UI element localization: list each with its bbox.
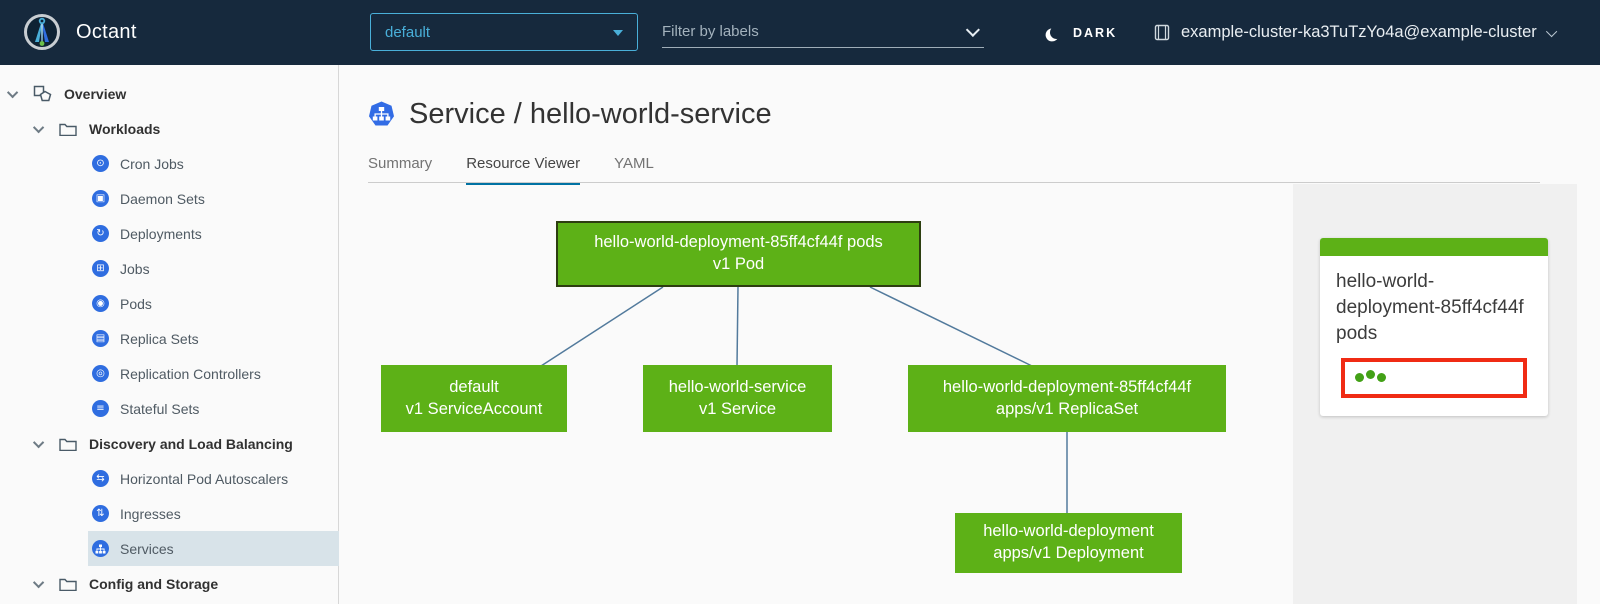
graph-edges (540, 286, 1068, 514)
sidebar-group-workloads[interactable]: Workloads (0, 111, 338, 146)
graph-node-deployment[interactable]: hello-world-deployment apps/v1 Deploymen… (955, 513, 1182, 573)
cluster-context-label: example-cluster-ka3TuTzYo4a@example-clus… (1181, 23, 1537, 41)
sidebar-item-ingresses[interactable]: ⇅ Ingresses (0, 496, 338, 531)
page-title-text: Service / hello-world-service (409, 98, 772, 130)
services-icon (92, 540, 109, 557)
brand: Octant (22, 12, 137, 52)
dropdown-caret-icon (613, 30, 623, 36)
graph-edge (869, 286, 1033, 367)
graph-node-replicaset[interactable]: hello-world-deployment-85ff4cf44f apps/v… (908, 365, 1226, 432)
graph-edge (540, 286, 664, 367)
sidebar-item-pods[interactable]: ◉ Pods (0, 286, 338, 321)
horizontal-pod-autoscalers-icon: ⇆ (92, 470, 109, 487)
pods-icon: ◉ (92, 295, 109, 312)
theme-toggle-button[interactable]: DARK (1050, 0, 1117, 65)
pod-group-card[interactable]: hello-world-deployment-85ff4cf44f pods (1320, 238, 1548, 416)
sidebar-item-replica-sets[interactable]: ▤ Replica Sets (0, 321, 338, 356)
tab-resource-viewer[interactable]: Resource Viewer (466, 155, 581, 185)
sidebar-group-config-and-storage[interactable]: Config and Storage (0, 566, 338, 601)
replica-sets-icon: ▤ (92, 330, 109, 347)
folder-icon (59, 437, 77, 451)
folder-icon (59, 122, 77, 136)
sidebar-nav: Overview Workloads ⊙ Cron Jobs ▣ Daemon … (0, 65, 339, 604)
sidebar-item-jobs[interactable]: ⊞ Jobs (0, 251, 338, 286)
ingresses-icon: ⇅ (92, 505, 109, 522)
moon-icon (1049, 25, 1064, 40)
sidebar-item-cron-jobs[interactable]: ⊙ Cron Jobs (0, 146, 338, 181)
header-bar: Octant default DARK example-cluster-ka3T… (0, 0, 1600, 65)
tab-summary[interactable]: Summary (368, 155, 433, 172)
label-filter (662, 16, 984, 48)
sidebar-item-overview[interactable]: Overview (0, 76, 338, 111)
pod-status-dot (1366, 370, 1375, 380)
theme-toggle-label: DARK (1073, 25, 1118, 40)
chevron-down-icon[interactable] (32, 436, 45, 448)
octant-logo-icon (24, 14, 60, 50)
chevron-down-icon (1545, 25, 1558, 37)
sidebar-item-stateful-sets[interactable]: ≡ Stateful Sets (0, 391, 338, 426)
replication-controllers-icon: ◎ (92, 365, 109, 382)
graph-node-pod[interactable]: hello-world-deployment-85ff4cf44f pods v… (556, 221, 921, 287)
node-detail-panel: hello-world-deployment-85ff4cf44f pods (1293, 184, 1577, 604)
app-title: Octant (76, 20, 137, 43)
card-status-bar (1320, 238, 1548, 256)
sidebar-group-discovery-and-load-balancing[interactable]: Discovery and Load Balancing (0, 426, 338, 461)
sidebar-item-services[interactable]: Services (88, 531, 339, 566)
tab-yaml[interactable]: YAML (614, 155, 654, 172)
main-content: Service / hello-world-service Summary Re… (340, 65, 1600, 604)
tab-divider (368, 182, 1540, 183)
folder-icon (59, 577, 77, 591)
chevron-down-icon[interactable] (32, 121, 45, 133)
card-body: hello-world-deployment-85ff4cf44f pods (1320, 256, 1548, 416)
sidebar-item-replication-controllers[interactable]: ◎ Replication Controllers (0, 356, 338, 391)
sidebar-item-daemon-sets[interactable]: ▣ Daemon Sets (0, 181, 338, 216)
namespace-selected-value: default (385, 23, 431, 41)
cluster-icon (1154, 24, 1170, 41)
cluster-context-selector[interactable]: example-cluster-ka3TuTzYo4a@example-clus… (1152, 0, 1558, 65)
page-title: Service / hello-world-service (368, 98, 772, 131)
chevron-down-icon[interactable] (6, 86, 19, 98)
cron-jobs-icon: ⊙ (92, 155, 109, 172)
pod-status-highlight-box[interactable] (1341, 357, 1527, 398)
pod-status-dot (1355, 373, 1364, 383)
label-filter-input[interactable] (662, 23, 970, 40)
sidebar-item-deployments[interactable]: ↻ Deployments (0, 216, 338, 251)
graph-node-service[interactable]: hello-world-service v1 Service (643, 365, 832, 432)
graph-node-serviceaccount[interactable]: default v1 ServiceAccount (381, 365, 567, 432)
tab-bar: Summary Resource Viewer YAML (368, 155, 654, 185)
deployments-icon: ↻ (92, 225, 109, 242)
jobs-icon: ⊞ (92, 260, 109, 277)
graph-edge (736, 286, 739, 367)
chevron-down-icon[interactable] (32, 576, 45, 588)
card-title: hello-world-deployment-85ff4cf44f pods (1336, 271, 1524, 345)
sidebar-item-horizontal-pod-autoscalers[interactable]: ⇆ Horizontal Pod Autoscalers (0, 461, 338, 496)
stateful-sets-icon: ≡ (92, 400, 109, 417)
overview-objects-icon (33, 85, 52, 102)
service-resource-icon (369, 101, 394, 126)
namespace-dropdown[interactable]: default (370, 13, 638, 51)
daemon-sets-icon: ▣ (92, 190, 109, 207)
pod-status-dot (1377, 373, 1386, 383)
